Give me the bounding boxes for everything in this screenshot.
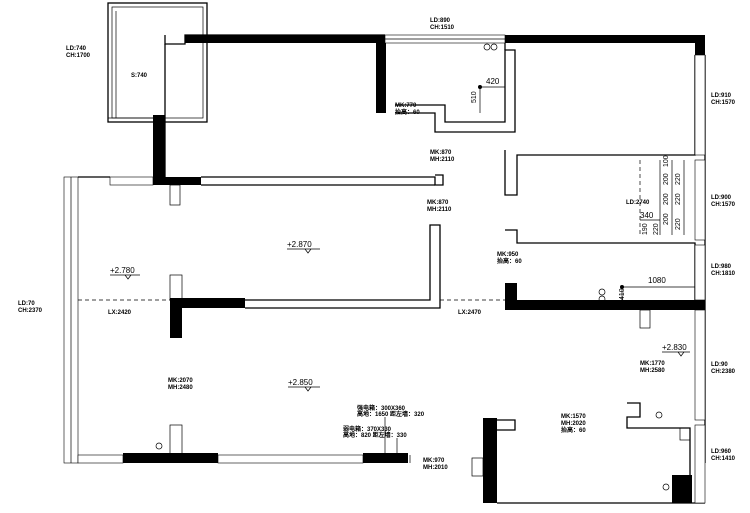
label-lx2420: LX:2420 (108, 310, 132, 316)
dim-420: 420 (486, 77, 500, 86)
svg-text:220: 220 (653, 223, 660, 235)
stair-dims: 100 200 220 200 220 200 190 220 220 (642, 155, 682, 235)
label-ld2740: LD:2740 (626, 200, 650, 206)
svg-text:190: 190 (642, 223, 649, 235)
level-marks: +2.870 +2.780 +2.850 +2.830 (110, 240, 690, 392)
level-2850: +2.850 (288, 378, 313, 387)
dim-410: 410 (619, 288, 626, 300)
dim-1080: 1080 (648, 276, 666, 285)
svg-text:100: 100 (663, 155, 670, 167)
label-lx2470: LX:2470 (458, 310, 482, 316)
svg-text:220: 220 (675, 218, 682, 230)
level-2780: +2.780 (110, 266, 135, 275)
balcony-top-left (107, 2, 208, 123)
stair (639, 160, 685, 235)
walls (63, 34, 706, 504)
level-2830: +2.830 (662, 343, 687, 352)
label-s740: S:740 (131, 73, 148, 79)
svg-text:200: 200 (663, 213, 670, 225)
svg-text:200: 200 (663, 173, 670, 185)
svg-text:220: 220 (675, 193, 682, 205)
dim-340: 340 (640, 211, 654, 220)
svg-text:200: 200 (663, 193, 670, 205)
level-2870: +2.870 (287, 240, 312, 249)
svg-text:220: 220 (675, 173, 682, 185)
dimension-lines: 420 510 1080 410 340 100 200 220 200 220… (471, 77, 695, 300)
dim-510: 510 (471, 91, 478, 103)
